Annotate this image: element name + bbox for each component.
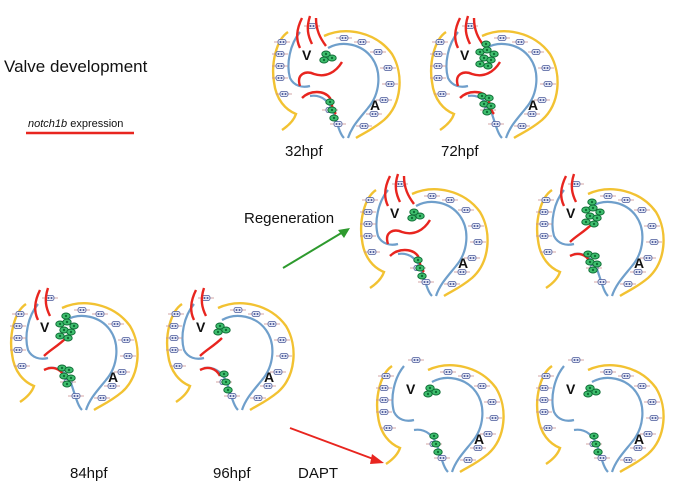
atrium-label: A [458,255,468,271]
heart-84hpf: VA [10,286,138,410]
atrium-label: A [370,97,380,113]
atrium-label: A [474,431,484,447]
ventricle-label: V [566,381,576,397]
ventricle-label: V [390,205,400,221]
heart-dapt-early: VA [376,358,504,473]
page-title: Valve development [4,57,148,76]
atrium-label: A [264,369,274,385]
stage-label-84hpf: 84hpf [70,465,108,482]
heart-dapt-late: VA [536,358,664,473]
ventricle-label: V [566,205,576,221]
atrium-label: A [108,369,118,385]
heart-32hpf: VA [272,14,400,138]
legend-label: notch1b expression [28,118,123,130]
legend-gene: notch1b [28,118,67,130]
ventricle-label: V [460,47,470,63]
atrium-label: A [634,431,644,447]
regeneration-arrow [282,228,350,269]
atrium-label: A [528,97,538,113]
legend-suffix: expression [67,118,123,130]
ventricle-label: V [40,319,50,335]
stage-label-72hpf: 72hpf [441,143,479,160]
ventricle-label: V [196,319,206,335]
dapt-label: DAPT [298,465,338,482]
atrium-label: A [634,255,644,271]
legend: notch1b expression [26,118,134,135]
stage-label-32hpf: 32hpf [285,143,323,160]
heart-regen-late: VA [536,172,664,296]
regeneration-label: Regeneration [244,210,334,227]
ventricle-label: V [302,47,312,63]
dapt-arrow [289,427,384,464]
stage-label-96hpf: 96hpf [213,465,251,482]
heart-96hpf: VA [166,286,294,410]
heart-72hpf: VA [430,14,558,138]
ventricle-label: V [406,381,416,397]
heart-regen-early: VA [360,172,488,296]
